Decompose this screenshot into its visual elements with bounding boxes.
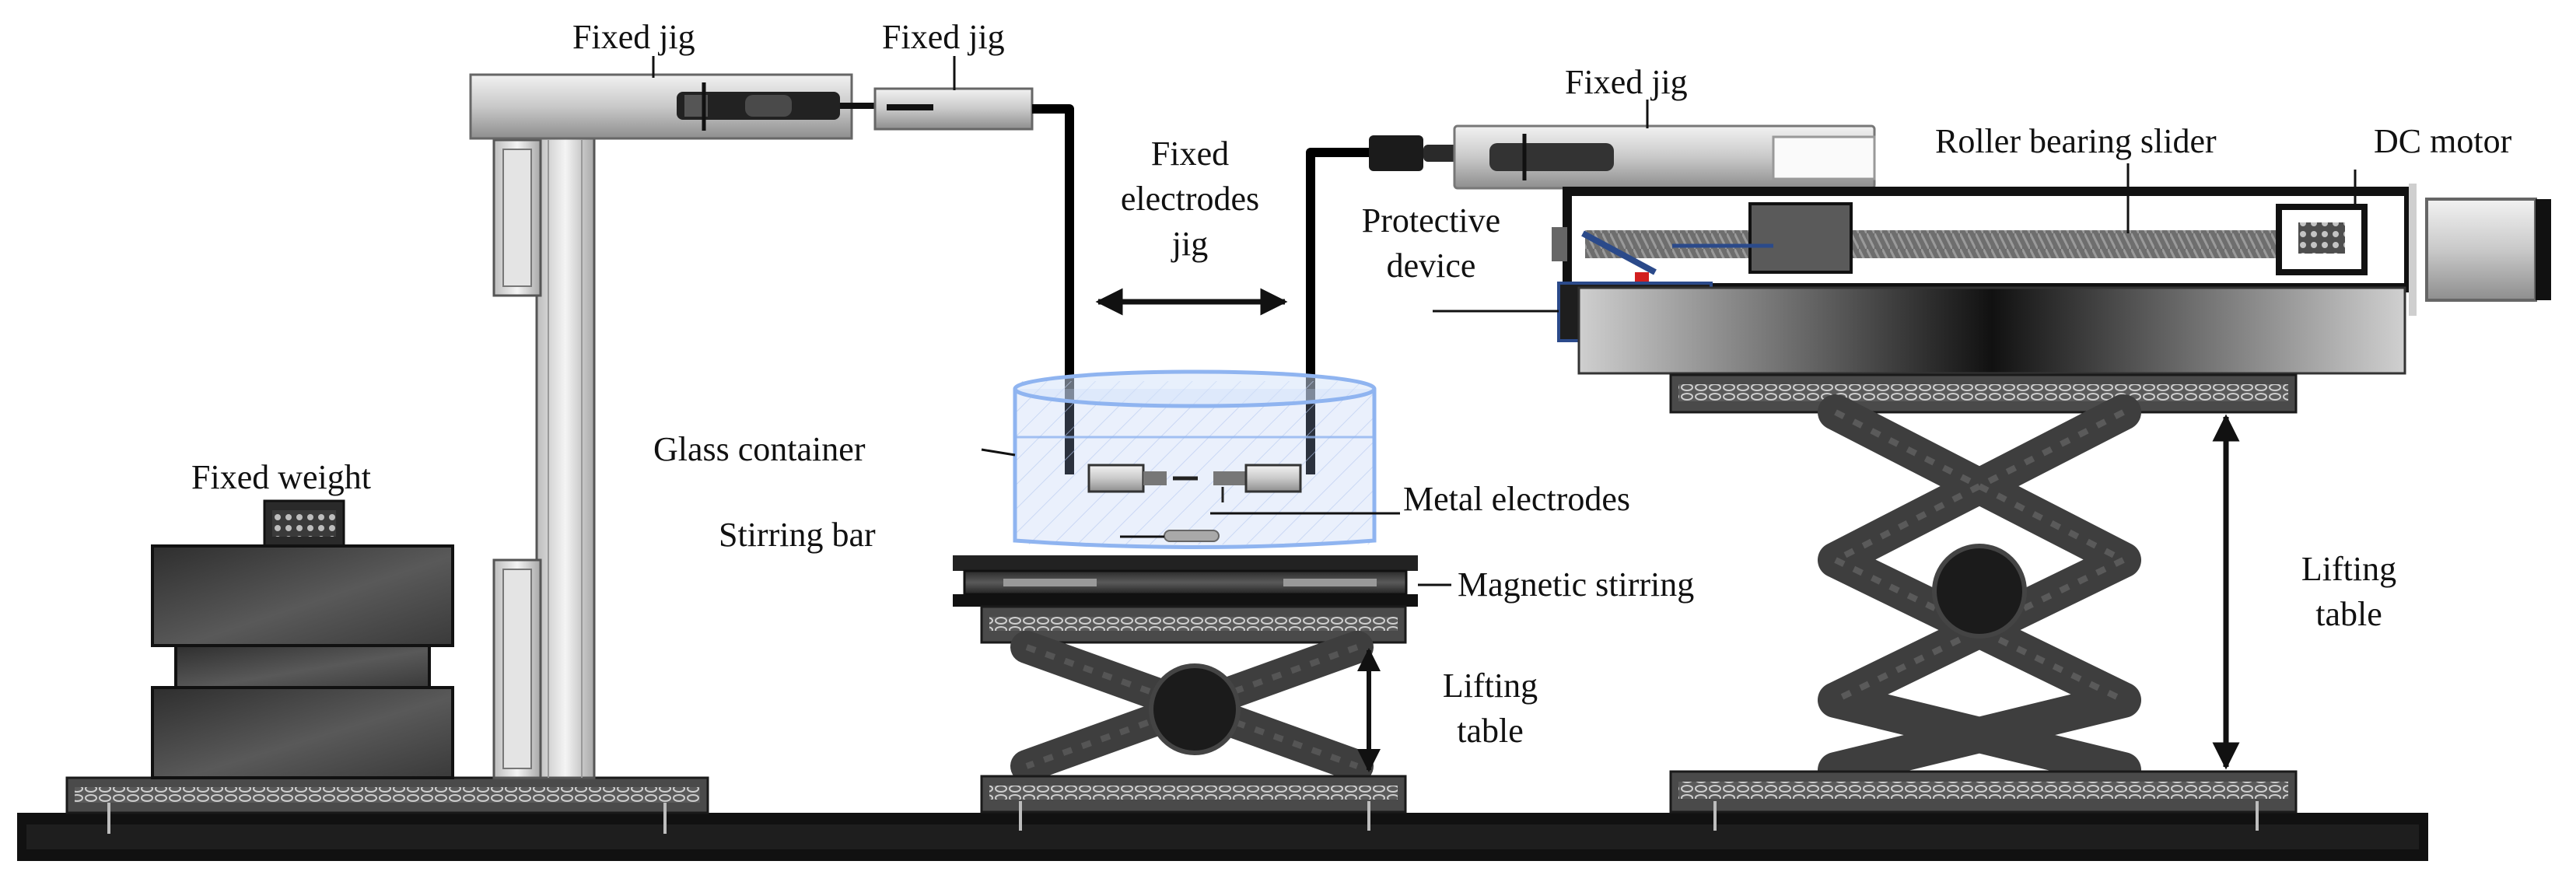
label-fixed-electrodes-jig: Fixed electrodes jig bbox=[1121, 135, 1259, 263]
fixed-weight bbox=[151, 499, 454, 779]
stirring-bar bbox=[1164, 530, 1220, 542]
label-glass-container: Glass container bbox=[653, 430, 866, 468]
label-fixed-electrodes-jig-line: Fixed bbox=[1151, 135, 1229, 173]
label-fixed-jig-3: Fixed jig bbox=[1565, 63, 1688, 101]
label-lifting-table-2-line: table bbox=[2315, 595, 2382, 633]
label-magnetic-stirring: Magnetic stirring bbox=[1458, 565, 1694, 604]
label-metal-electrodes: Metal electrodes bbox=[1403, 480, 1630, 518]
electrode-wires bbox=[1032, 104, 1369, 474]
label-dc-motor: DC motor bbox=[2374, 122, 2512, 160]
fixed-jig-small-left bbox=[873, 87, 1034, 131]
lifting-table-right bbox=[1669, 373, 2298, 831]
label-lifting-table-1-line: table bbox=[1457, 712, 1524, 750]
label-lifting-table-2-line: Lifting bbox=[2301, 550, 2396, 588]
dc-motor bbox=[2409, 184, 2551, 316]
label-fixed-jig-1: Fixed jig bbox=[572, 18, 695, 56]
leader-lines bbox=[652, 56, 2357, 586]
vertical-column bbox=[492, 123, 596, 779]
fixed-jig-arm-left bbox=[469, 73, 887, 140]
glass-container bbox=[1013, 369, 1377, 549]
label-protective-device-line: Protective bbox=[1362, 201, 1500, 240]
label-fixed-electrodes-jig-line: electrodes bbox=[1121, 180, 1259, 218]
label-fixed-electrodes-jig-line: jig bbox=[1171, 225, 1208, 263]
label-lifting-table-1: Lifting table bbox=[1443, 667, 1538, 750]
label-roller-bearing-slider: Roller bearing slider bbox=[1935, 122, 2217, 160]
label-lifting-table-1-line: Lifting bbox=[1443, 667, 1538, 705]
fixed-jig-right bbox=[1369, 124, 1876, 190]
label-stirring-bar: Stirring bar bbox=[719, 516, 876, 554]
metal-electrodes bbox=[1087, 464, 1302, 502]
lifting-table-middle bbox=[980, 605, 1407, 831]
left-platform bbox=[65, 776, 709, 834]
label-protective-device-line: device bbox=[1387, 247, 1476, 285]
slider-stage bbox=[1577, 286, 2406, 375]
label-fixed-weight: Fixed weight bbox=[191, 458, 371, 496]
label-fixed-jig-2: Fixed jig bbox=[882, 18, 1005, 56]
label-lifting-table-2: Lifting table bbox=[2301, 550, 2396, 633]
label-protective-device: Protective device bbox=[1362, 201, 1500, 285]
base-plate bbox=[17, 813, 2428, 861]
roller-bearing-slider bbox=[1552, 187, 2413, 292]
magnetic-stirrer bbox=[953, 555, 1418, 607]
